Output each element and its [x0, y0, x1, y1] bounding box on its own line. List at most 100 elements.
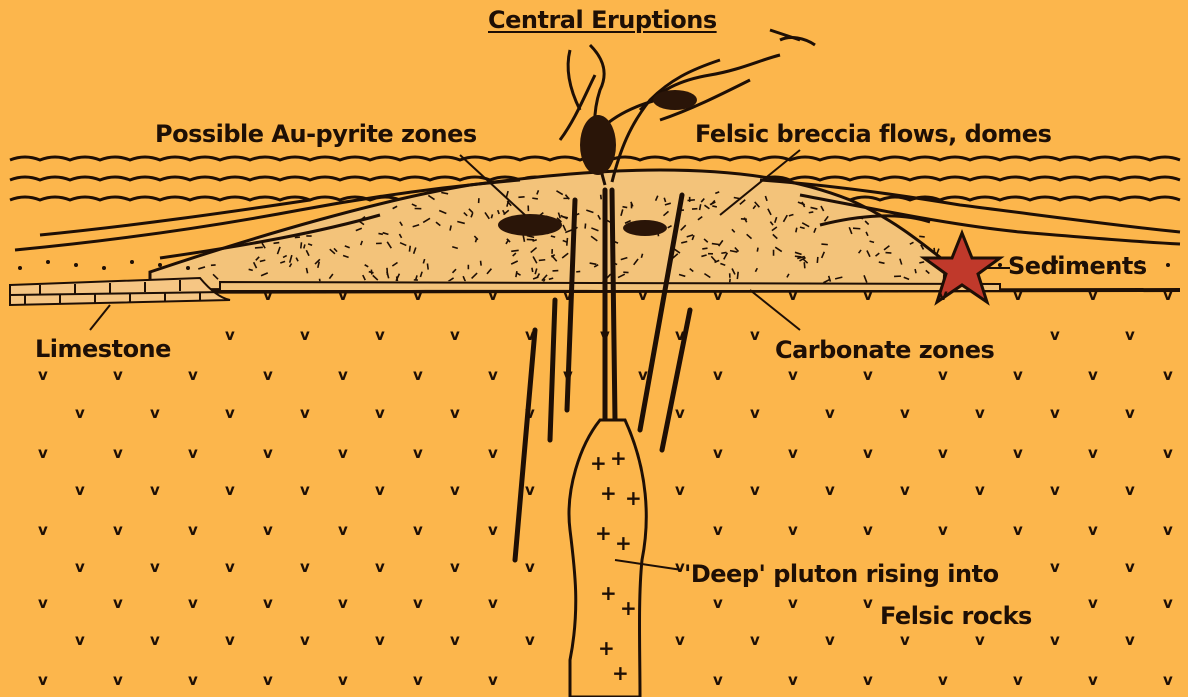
breccia-dash: [721, 252, 726, 253]
felsic-marker: v: [375, 631, 385, 649]
breccia-dash: [853, 228, 860, 229]
felsic-marker: v: [1163, 521, 1173, 539]
felsic-marker: v: [188, 444, 198, 462]
pluton-marker: +: [620, 596, 637, 620]
felsic-marker: v: [488, 521, 498, 539]
felsic-marker: v: [1088, 594, 1098, 612]
pluton-marker: +: [615, 531, 632, 555]
felsic-marker: v: [188, 594, 198, 612]
felsic-marker: v: [713, 521, 723, 539]
felsic-marker: v: [450, 631, 460, 649]
felsic-marker: v: [1125, 631, 1135, 649]
breccia-dash: [516, 271, 517, 277]
pluton-marker: +: [600, 581, 617, 605]
breccia-dash: [249, 269, 253, 270]
felsic-marker: v: [863, 671, 873, 689]
breccia-dash: [491, 214, 492, 218]
felsic-marker: v: [38, 594, 48, 612]
felsic-marker: v: [1125, 404, 1135, 422]
felsic-marker: v: [1163, 444, 1173, 462]
felsic-marker: v: [525, 631, 535, 649]
felsic-marker: v: [1013, 366, 1023, 384]
felsic-marker: v: [413, 444, 423, 462]
felsic-marker: v: [600, 326, 610, 344]
felsic-marker: v: [563, 366, 573, 384]
breccia-dash: [567, 238, 568, 246]
felsic-marker: v: [225, 631, 235, 649]
breccia-dash: [304, 244, 305, 248]
felsic-marker: v: [150, 631, 160, 649]
breccia-dash: [378, 233, 382, 234]
felsic-marker: v: [263, 444, 273, 462]
sediment-dot: [74, 263, 78, 267]
felsic-marker: v: [413, 671, 423, 689]
felsic-marker: v: [75, 631, 85, 649]
breccia-dash: [511, 250, 518, 251]
felsic-marker: v: [488, 366, 498, 384]
felsic-marker: v: [263, 286, 273, 304]
felsic-marker: v: [225, 481, 235, 499]
felsic-marker: v: [75, 481, 85, 499]
felsic-marker: v: [713, 286, 723, 304]
label-au-pyrite-zones: Possible Au-pyrite zones: [155, 120, 477, 148]
felsic-marker: v: [788, 286, 798, 304]
felsic-marker: v: [338, 444, 348, 462]
felsic-marker: v: [150, 558, 160, 576]
felsic-marker: v: [375, 326, 385, 344]
breccia-dash: [532, 268, 533, 272]
breccia-dash: [821, 244, 827, 245]
felsic-marker: v: [525, 404, 535, 422]
felsic-marker: v: [225, 558, 235, 576]
felsic-marker: v: [1125, 558, 1135, 576]
felsic-marker: v: [263, 594, 273, 612]
felsic-marker: v: [788, 671, 798, 689]
felsic-marker: v: [300, 631, 310, 649]
felsic-marker: v: [188, 671, 198, 689]
felsic-marker: v: [638, 366, 648, 384]
felsic-marker: v: [1050, 631, 1060, 649]
felsic-marker: v: [488, 671, 498, 689]
felsic-marker: v: [863, 594, 873, 612]
breccia-dash: [549, 278, 553, 279]
felsic-marker: v: [38, 521, 48, 539]
felsic-marker: v: [938, 444, 948, 462]
felsic-marker: v: [338, 521, 348, 539]
felsic-marker: v: [675, 631, 685, 649]
felsic-marker: v: [300, 558, 310, 576]
breccia-dash: [397, 276, 398, 281]
felsic-marker: v: [150, 404, 160, 422]
breccia-dash: [817, 257, 818, 263]
felsic-marker: v: [1163, 594, 1173, 612]
breccia-dash: [737, 272, 738, 279]
felsic-marker: v: [1163, 366, 1173, 384]
breccia-dash: [641, 254, 642, 258]
sediment-dot: [1166, 263, 1170, 267]
breccia-dash: [700, 204, 701, 210]
breccia-dash: [934, 248, 935, 253]
felsic-marker: v: [113, 594, 123, 612]
felsic-marker: v: [525, 326, 535, 344]
felsic-marker: v: [450, 326, 460, 344]
breccia-dash: [532, 198, 538, 199]
felsic-marker: v: [188, 366, 198, 384]
label-carbonate-zones: Carbonate zones: [775, 336, 994, 364]
label-deep-pluton: 'Deep' pluton rising into: [684, 560, 999, 588]
felsic-marker: v: [863, 521, 873, 539]
breccia-dash: [450, 225, 451, 230]
felsic-marker: v: [75, 558, 85, 576]
felsic-marker: v: [1013, 444, 1023, 462]
felsic-marker: v: [1163, 286, 1173, 304]
breccia-dash: [518, 197, 524, 198]
felsic-marker: v: [825, 481, 835, 499]
pluton-marker: +: [625, 486, 642, 510]
felsic-marker: v: [863, 366, 873, 384]
sediment-dot: [18, 266, 22, 270]
felsic-marker: v: [825, 404, 835, 422]
felsic-marker: v: [225, 326, 235, 344]
felsic-marker: v: [38, 366, 48, 384]
pluton-marker: +: [600, 481, 617, 505]
au-pyrite-zone-right: [623, 220, 667, 236]
felsic-marker: v: [113, 671, 123, 689]
felsic-marker: v: [1088, 671, 1098, 689]
